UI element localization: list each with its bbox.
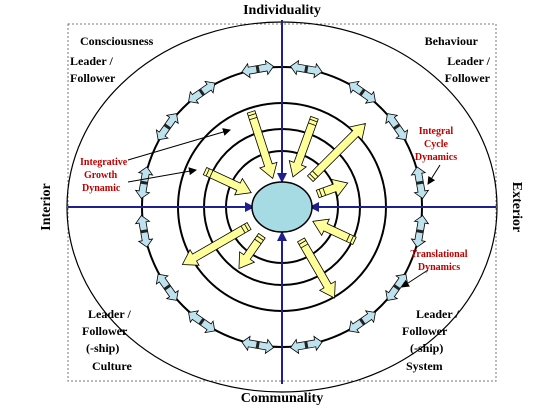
axis-arrowhead-right — [309, 202, 319, 212]
annotation-integral-3: Dynamics — [415, 152, 457, 163]
cycle-arrows — [134, 59, 430, 355]
axis-label-left: Interior — [39, 183, 54, 230]
annotation-integrative-1: Integrative — [80, 157, 128, 168]
translational-pointer — [401, 269, 429, 288]
quadrant-tl-line2: Follower — [70, 71, 116, 85]
cycle-double-arrow — [385, 113, 409, 141]
quadrant-tr-title: Behaviour — [425, 34, 479, 48]
annotation-translational-2: Dynamics — [418, 262, 460, 273]
cycle-double-arrow — [410, 214, 430, 248]
cycle-double-arrow — [188, 310, 216, 334]
axis-arrowhead-bottom — [277, 231, 287, 241]
cycle-double-arrow — [155, 113, 179, 141]
cycle-double-arrow — [348, 80, 376, 104]
growth-arrow — [238, 232, 266, 270]
growth-arrow — [181, 221, 252, 266]
cycle-double-arrow — [134, 214, 154, 248]
quadrant-tr-line2: Follower — [445, 71, 491, 85]
axis-label-right: Exterior — [509, 182, 524, 233]
axis-arrowhead-left — [245, 202, 255, 212]
quadrant-bl-line1: Leader / — [88, 307, 131, 321]
growth-arrow — [306, 123, 366, 183]
quadrant-br-line1: Leader / — [416, 307, 459, 321]
cycle-double-arrow — [289, 59, 323, 79]
quadrant-bl-line2: Follower — [82, 324, 128, 338]
annotation-translational-1: Translational — [410, 249, 467, 260]
axis-arrowhead-top — [277, 173, 287, 183]
quadrant-bl-line3: (-ship) — [86, 341, 119, 355]
cycle-double-arrow — [241, 59, 275, 79]
integrative-pointer-2 — [127, 167, 197, 183]
growth-arrow — [246, 110, 278, 180]
cycle-double-arrow — [410, 166, 430, 200]
quadrant-br-title: System — [406, 359, 443, 373]
quadrant-br-line2: Follower — [402, 324, 448, 338]
quadrant-bl-title: Culture — [92, 359, 132, 373]
annotation-integral-1: Integral — [419, 126, 454, 137]
annotation-integral-2: Cycle — [424, 139, 448, 150]
quadrant-br-line3: (-ship) — [410, 341, 443, 355]
annotation-integrative-2: Growth — [84, 170, 118, 181]
axis-label-top: Individuality — [243, 3, 321, 18]
cycle-double-arrow — [134, 166, 154, 200]
annotation-integrative-3: Dynamic — [82, 183, 121, 194]
growth-arrows — [181, 110, 366, 299]
cycle-double-arrow — [155, 273, 179, 301]
quadrant-tr-line1: Leader / — [447, 54, 490, 68]
growth-arrow — [202, 166, 252, 196]
axis-label-bottom: Communality — [241, 391, 323, 406]
integrative-pointer-1 — [127, 128, 231, 161]
quadrant-tl-title: Consciousness — [80, 34, 154, 48]
cycle-double-arrow — [188, 80, 216, 104]
integral-pointer — [427, 164, 441, 185]
center-core — [251, 181, 313, 233]
growth-arrow — [296, 237, 336, 299]
cycle-double-arrow — [241, 335, 275, 355]
growth-arrow — [315, 178, 349, 199]
growth-arrow — [288, 115, 319, 178]
growth-arrow — [312, 218, 357, 245]
cycle-double-arrow — [348, 310, 376, 334]
quadrant-tl-line1: Leader / — [70, 54, 113, 68]
cycle-double-arrow — [289, 335, 323, 355]
